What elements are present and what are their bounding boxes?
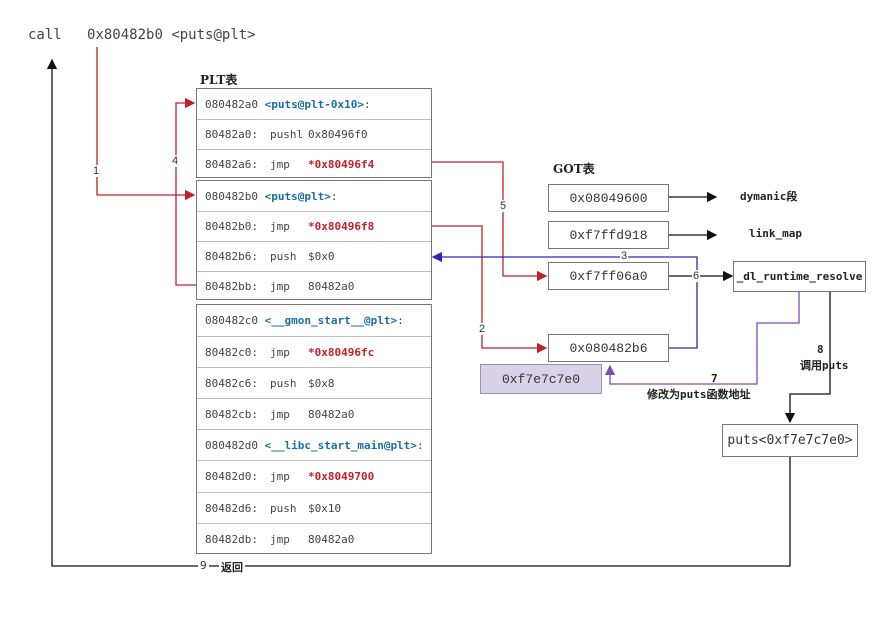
step-2-number: 2: [478, 323, 487, 335]
step-9-text: 返回: [219, 559, 245, 575]
call-instruction: call 0x80482b0 <puts@plt>: [28, 27, 256, 43]
call-symbol: <puts@plt>: [171, 27, 256, 43]
arrow-step-8: [784, 292, 831, 424]
puts-call-box: puts<0xf7e7c7e0>: [722, 424, 858, 457]
plt-row: 080482b0 <puts@plt>:: [205, 189, 338, 203]
step-5-number: 5: [499, 200, 508, 212]
step-4-number: 4: [171, 155, 180, 167]
plt-row: 80482d6:push$0x10: [197, 492, 431, 523]
arrow-step-4: [175, 97, 196, 286]
plt-row: 080482a0 <puts@plt-0x10>:: [205, 97, 371, 111]
step-8-number: 8: [817, 343, 824, 356]
arrow-step-2: [431, 225, 548, 354]
plt-row: 080482d0 <__libc_start_main@plt>:: [197, 429, 431, 460]
dl-runtime-resolve-box: _dl_runtime_resolve: [733, 261, 866, 292]
got-title: GOT表: [553, 162, 595, 176]
step-7-number: 7: [711, 372, 718, 385]
plt-row: 80482d0:jmp*0x8049700: [197, 460, 431, 492]
call-keyword: call: [28, 27, 62, 43]
plt-row: 80482b6:push$0x0: [197, 241, 431, 271]
arrow-step-7: [604, 292, 800, 385]
got-entry-0: 0x08049600: [548, 184, 669, 212]
step-1-number: 1: [92, 165, 101, 177]
plt-row: 80482c6:push$0x8: [197, 367, 431, 398]
arrow-step-3: [431, 251, 698, 349]
plt-group-others: 080482c0 <__gmon_start__@plt>: 80482c0:j…: [196, 304, 432, 554]
plt-row: 80482b0:jmp*0x80496f8: [197, 211, 431, 241]
arrow-step-1: [96, 47, 196, 201]
got-entry-2: 0xf7ff06a0: [548, 262, 669, 290]
plt-group-puts: 080482b0 <puts@plt>: 80482b0:jmp*0x80496…: [196, 180, 432, 300]
puts-address-box: 0xf7e7c7e0: [480, 364, 602, 394]
step-7-text: 修改为puts函数地址: [647, 388, 751, 401]
plt-row: 080482c0 <__gmon_start__@plt>:: [205, 314, 404, 327]
step-3-number: 3: [620, 250, 629, 262]
plt-title: PLT表: [200, 73, 238, 87]
arrow-step-5: [431, 161, 548, 282]
got-entry-1: 0xf7ffd918: [548, 221, 669, 249]
call-address: 0x80482b0: [87, 27, 163, 43]
plt-row: 80482a6:jmp*0x80496f4: [197, 149, 431, 179]
plt-row: 80482c0:jmp*0x80496fc: [197, 336, 431, 367]
step-9-number: 9: [198, 559, 209, 572]
got-entry-3: 0x080482b6: [548, 334, 669, 362]
step-8-text: 调用puts: [800, 359, 849, 372]
label-dynamic: dymanic段: [740, 190, 798, 203]
arrow-step-9: [46, 58, 791, 567]
label-link-map: link_map: [749, 227, 802, 240]
step-6-number: 6: [692, 270, 701, 282]
